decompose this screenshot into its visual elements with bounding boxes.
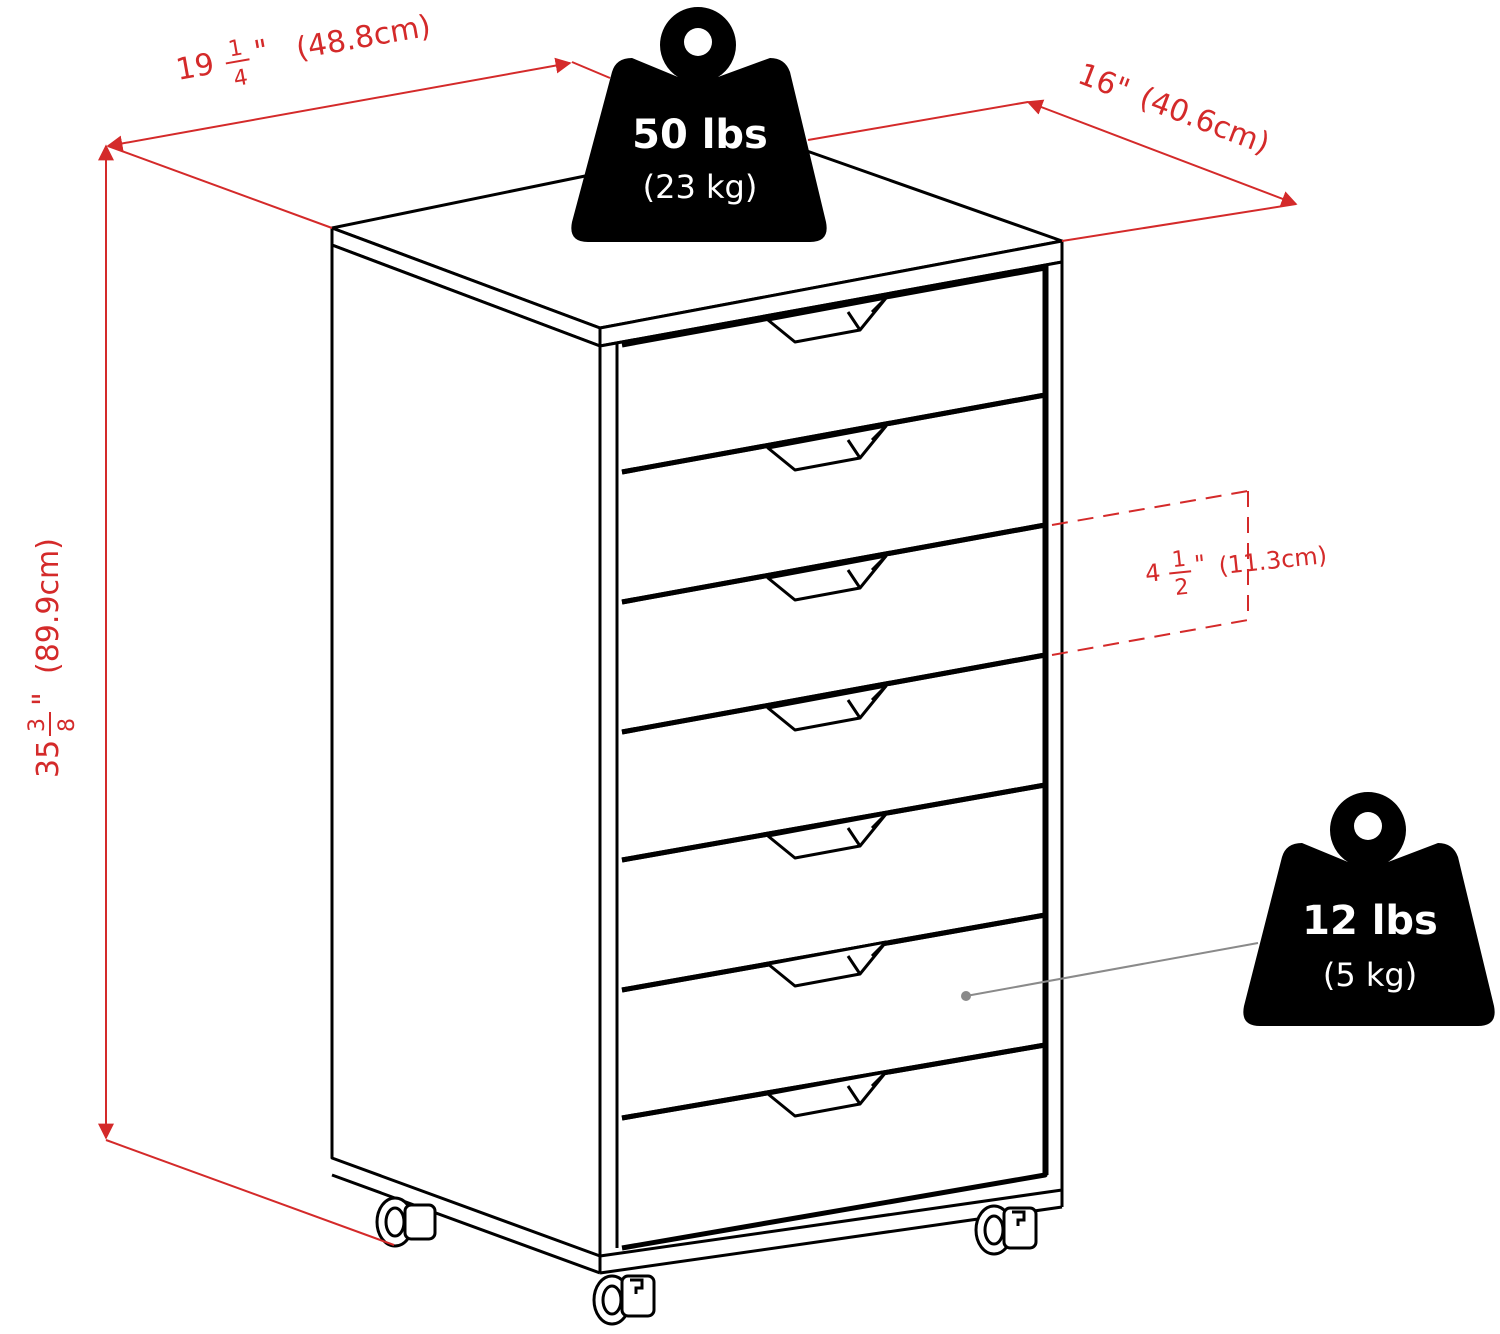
drawer-height-denominator: 2	[1174, 575, 1191, 601]
height-label: 35 3 8 " (89.9cm)	[25, 538, 80, 778]
drawer-weight-badge: 12 lbs (5 kg)	[961, 792, 1495, 1026]
drawer-handle	[766, 1070, 888, 1118]
drawer-weight-leader	[965, 942, 1259, 997]
width-metric: (48.8cm)	[293, 9, 433, 67]
top-weight-badge: 50 lbs (23 kg)	[571, 7, 827, 242]
width-dimension-line	[106, 57, 572, 152]
drawer-handle	[766, 940, 888, 988]
drawer-height-numerator: 1	[1171, 547, 1188, 573]
height-numerator: 3	[25, 718, 50, 732]
drawer-handle	[766, 554, 888, 602]
drawer-handles	[766, 296, 888, 1118]
weight-icon	[1243, 792, 1495, 1026]
drawer-weight-imperial: 12 lbs	[1302, 898, 1438, 944]
depth-dimension-line	[1026, 99, 1298, 207]
weight-icon	[571, 7, 827, 242]
height-unit: "	[27, 692, 62, 706]
drawer-handle	[766, 684, 888, 732]
top-weight-imperial: 50 lbs	[632, 112, 768, 158]
drawer-height-unit: "	[1193, 550, 1207, 579]
cabinet-side-panel	[330, 243, 602, 1258]
drawer-height-metric: (11.3cm)	[1217, 541, 1328, 580]
caster-wheel-icon	[592, 1274, 656, 1326]
depth-imperial: 16"	[1073, 57, 1134, 108]
drawer-handle	[766, 812, 888, 860]
width-whole: 19	[173, 47, 217, 88]
width-unit: "	[251, 33, 271, 70]
depth-label: 16" (40.6cm)	[1073, 57, 1274, 162]
drawer-handle	[766, 296, 888, 344]
height-whole: 35	[31, 740, 66, 778]
width-denominator: 4	[232, 65, 250, 92]
drawer-height-whole: 4	[1144, 559, 1162, 588]
width-label: 19 1 4 " (48.8cm)	[173, 9, 433, 92]
cabinet	[330, 136, 1064, 1275]
drawer-handle	[766, 424, 888, 472]
height-denominator: 8	[55, 718, 80, 732]
casters	[375, 1196, 1038, 1326]
caster-wheel-icon	[974, 1204, 1038, 1256]
drawer-height-dimension-line	[1051, 490, 1249, 656]
height-metric: (89.9cm)	[31, 538, 66, 674]
top-weight-metric: (23 kg)	[643, 168, 758, 206]
drawer-height-label: 4 1 2 " (11.3cm)	[1144, 541, 1329, 601]
width-numerator: 1	[226, 36, 244, 63]
drawer-weight-metric: (5 kg)	[1323, 956, 1417, 994]
dimension-lines	[98, 57, 1298, 1246]
caster-wheel-icon	[375, 1196, 437, 1248]
